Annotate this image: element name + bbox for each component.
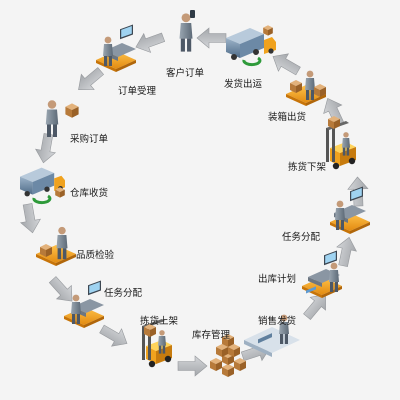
label-pick-up: 拣货上架 bbox=[140, 315, 179, 327]
step-sales-ship bbox=[244, 314, 300, 357]
sales-desk-icon bbox=[244, 314, 300, 357]
label-pick-down: 拣货下架 bbox=[288, 161, 327, 173]
planning-desk-icon bbox=[302, 250, 342, 298]
label-warehouse-receive: 仓库收货 bbox=[70, 187, 108, 199]
label-sales-ship: 销售发货 bbox=[258, 315, 296, 327]
label-inventory: 库存管理 bbox=[192, 329, 231, 341]
label-quality-check: 品质检验 bbox=[76, 249, 115, 261]
label-purchase-order: 采购订单 bbox=[70, 133, 109, 145]
step-labels: 客户订单 发货出运 装箱出货 拣货下架 任务分配 出库计划 销售发货 库存管理 … bbox=[70, 67, 327, 341]
label-task-assign-left: 任务分配 bbox=[104, 287, 143, 299]
step-ship-delivery bbox=[226, 25, 276, 67]
label-outbound-plan: 出库计划 bbox=[258, 273, 296, 285]
delivery-truck-icon bbox=[226, 25, 276, 67]
label-task-assign-right: 任务分配 bbox=[282, 231, 321, 243]
label-pack-ship: 装箱出货 bbox=[268, 111, 306, 123]
step-customer-order bbox=[179, 10, 195, 52]
delivery-truck-icon bbox=[20, 167, 65, 205]
label-order-accept: 订单受理 bbox=[118, 85, 157, 97]
step-outbound-plan bbox=[302, 250, 342, 298]
person-with-phone-icon bbox=[179, 10, 195, 52]
label-customer-order: 客户订单 bbox=[166, 67, 205, 79]
step-warehouse-receive bbox=[20, 167, 65, 205]
label-ship-delivery: 发货出运 bbox=[224, 78, 263, 90]
